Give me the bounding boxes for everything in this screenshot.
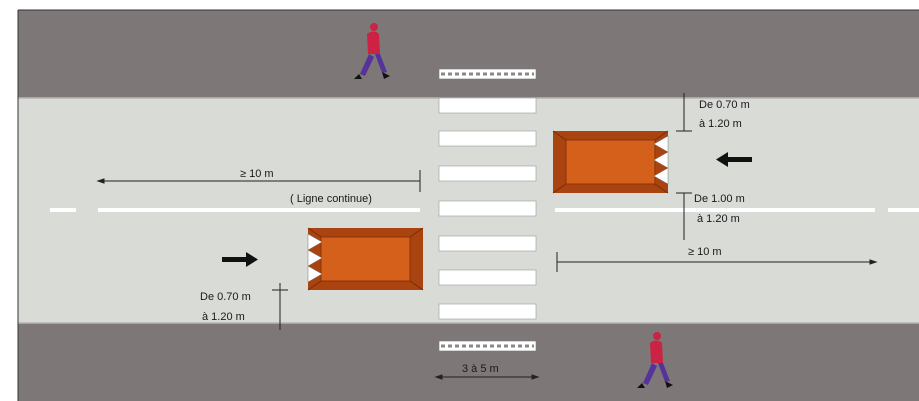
refuge-island-right	[552, 130, 669, 194]
arrow-icon	[716, 152, 752, 167]
crossing-width-label: 3 à 5 m	[462, 363, 499, 375]
crosswalk-stripe	[438, 303, 537, 320]
continuous-line-label: ( Ligne continue)	[290, 193, 372, 205]
island-chevrons	[307, 233, 323, 283]
refuge-island-left	[307, 227, 424, 291]
crosswalk-stripe	[438, 235, 537, 252]
dimension-lines	[96, 93, 878, 380]
top-right-gap-label-line2: à 1.20 m	[699, 118, 742, 130]
tactile-strip-top	[438, 68, 537, 80]
centre-line	[50, 208, 919, 212]
crosswalk-stripe	[438, 200, 537, 217]
crosswalk	[438, 97, 537, 320]
walking-person-icon	[354, 23, 390, 79]
right-gap-label-line1: De 1.00 m	[694, 193, 745, 205]
bottom-left-gap-label-line1: De 0.70 m	[200, 291, 251, 303]
arrow-icon	[222, 252, 258, 267]
crosswalk-stripe	[438, 269, 537, 286]
right-gap-label-line2: à 1.20 m	[697, 213, 740, 225]
crosswalk-stripe	[438, 97, 537, 114]
island-chevrons	[653, 135, 669, 185]
crosswalk-stripe	[438, 165, 537, 182]
top-right-gap-label-line1: De 0.70 m	[699, 99, 750, 111]
walking-person-icon	[637, 332, 673, 388]
bottom-left-gap-label-line2: à 1.20 m	[202, 311, 245, 323]
tactile-strip-bottom	[438, 340, 537, 352]
bottom-sidewalk	[18, 323, 919, 401]
left-distance-label: ≥ 10 m	[240, 168, 274, 180]
top-sidewalk	[18, 10, 919, 98]
right-distance-label: ≥ 10 m	[688, 246, 722, 258]
crosswalk-stripe	[438, 130, 537, 147]
